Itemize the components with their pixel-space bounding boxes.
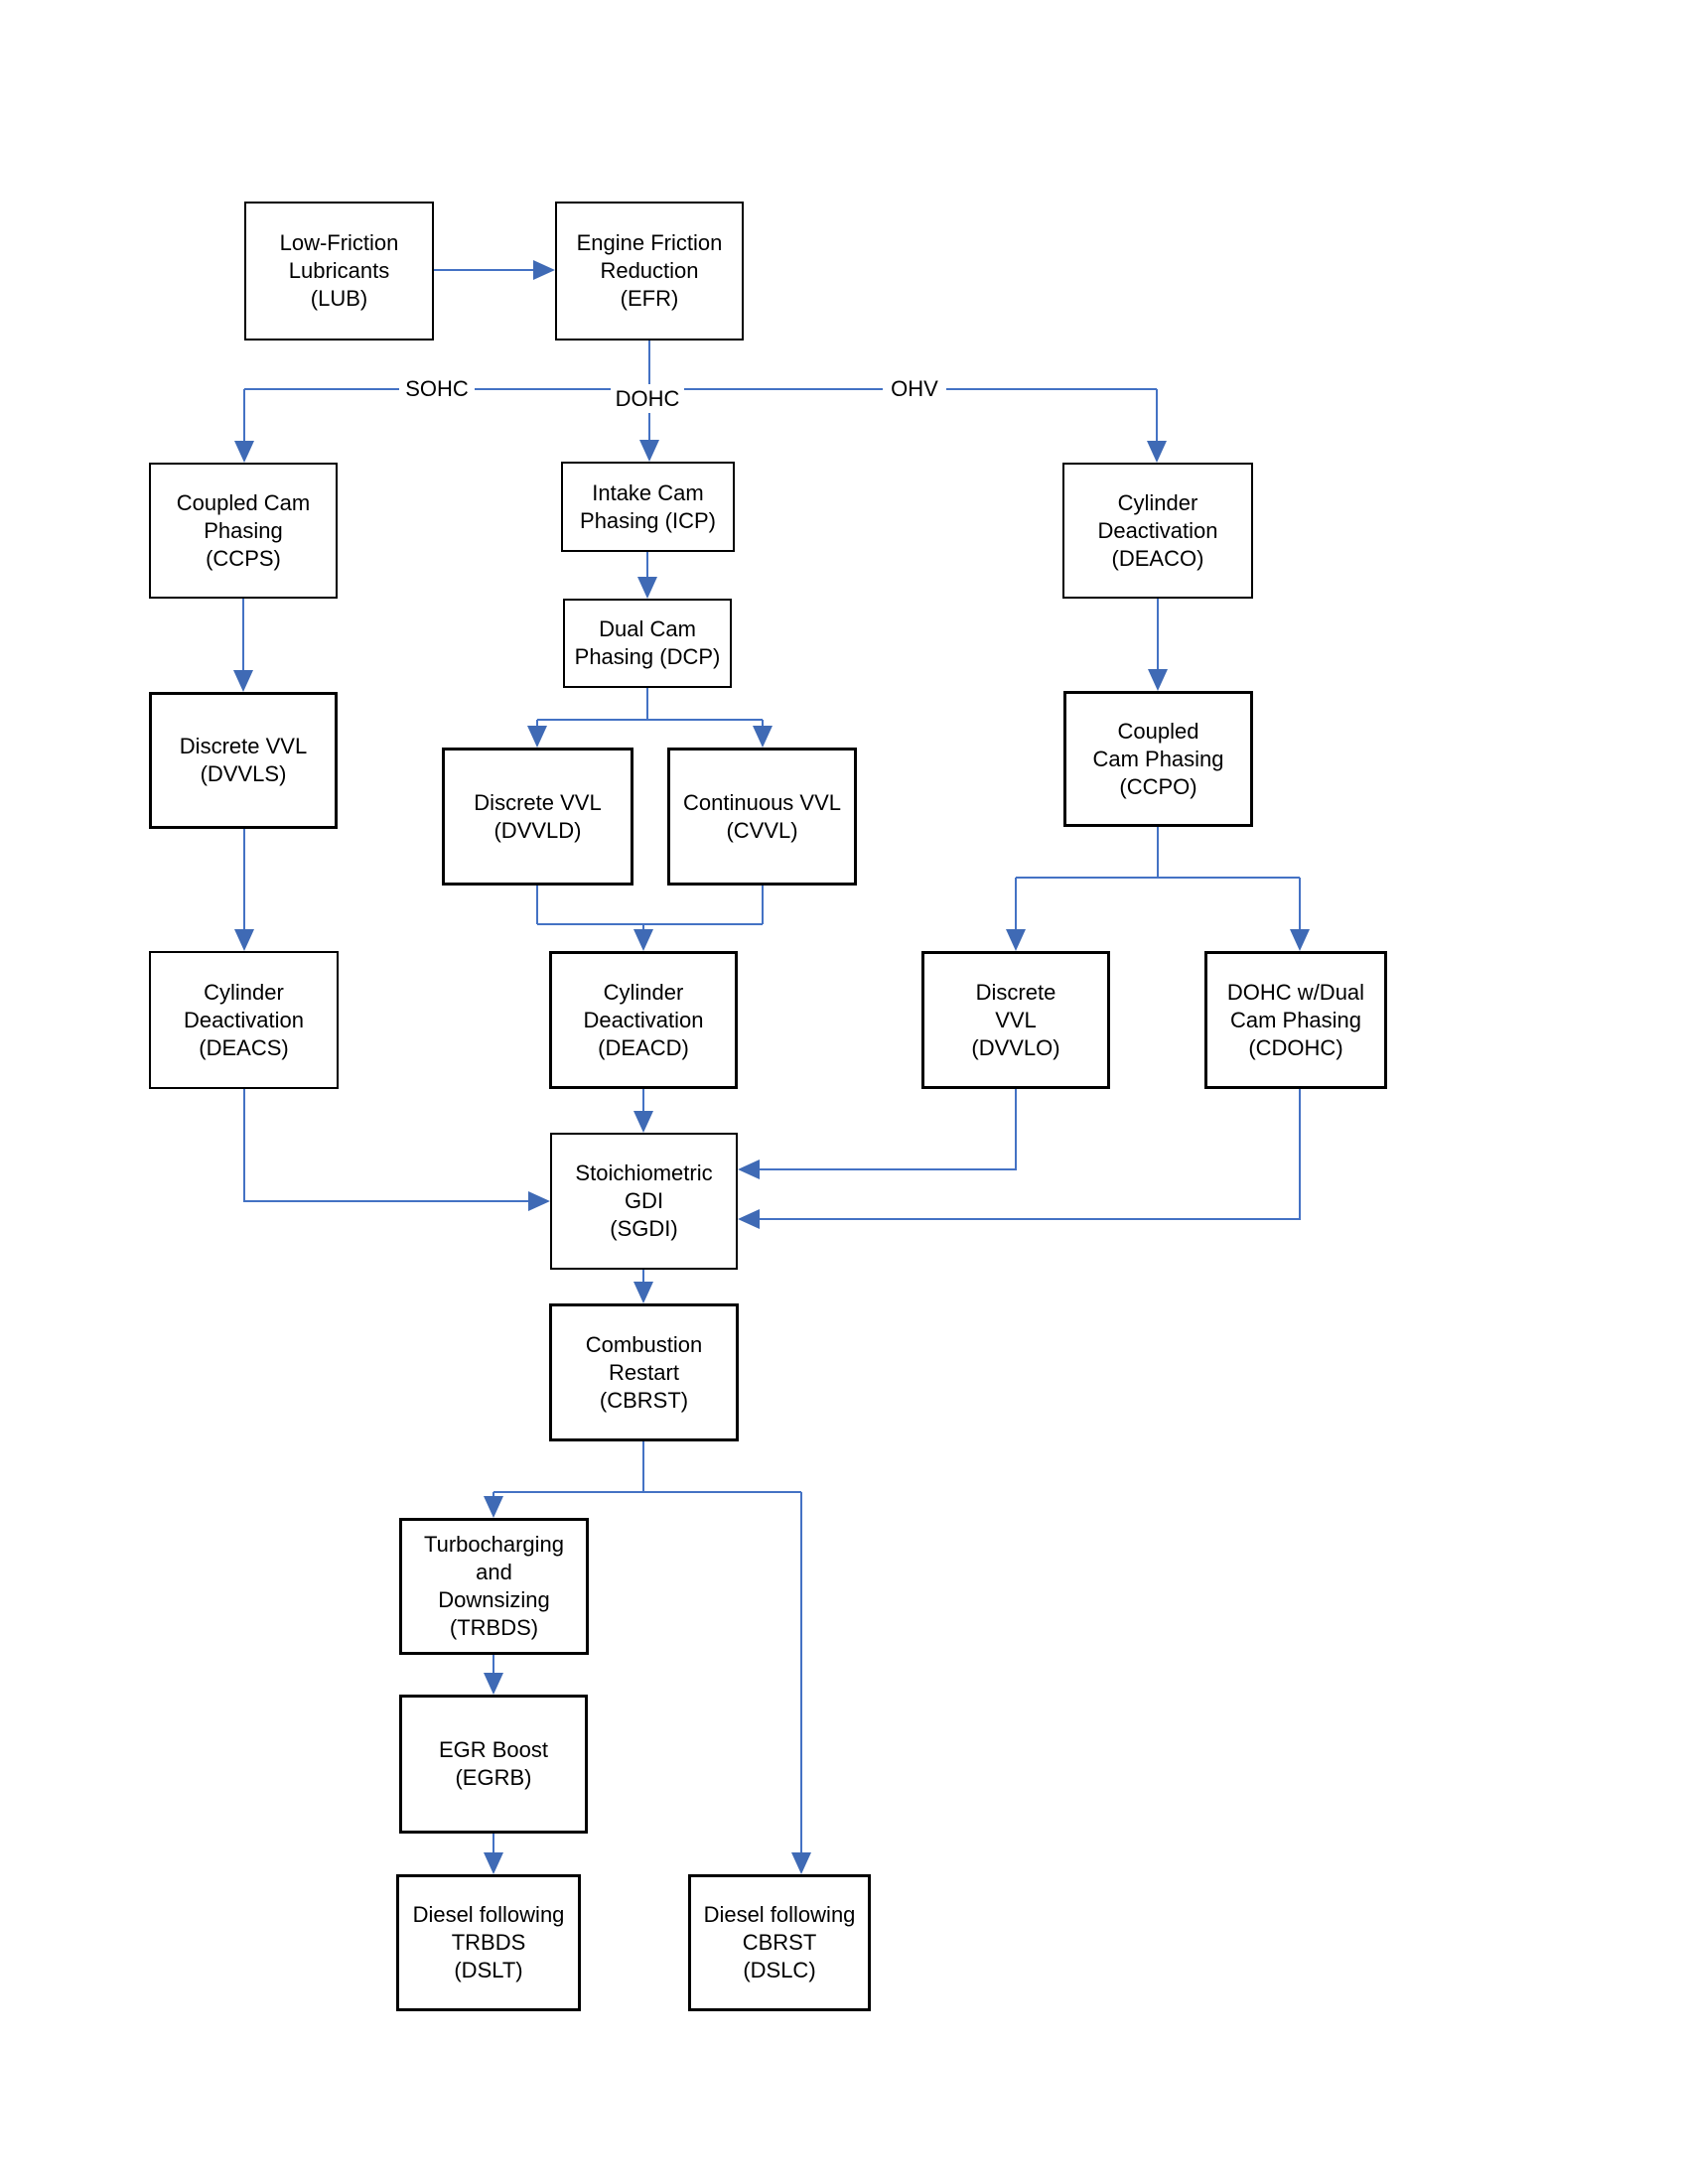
node-ccps-label: Coupled Cam Phasing (CCPS) [176,489,311,571]
arrowhead-into-dslc [791,1852,811,1874]
node-cvvl: Continuous VVL (CVVL) [667,748,857,886]
arrowhead-into-ccps [234,441,254,463]
arrowhead-into-sgdi-left [528,1191,550,1211]
node-deaco-label: Cylinder Deactivation (DEACO) [1097,489,1218,571]
arrowhead-into-dvvls [233,670,253,692]
edge-cdohc-sgdi [760,1089,1301,1220]
node-efr-label: Engine Friction Reduction (EFR) [576,230,723,311]
node-cdohc: DOHC w/Dual Cam Phasing (CDOHC) [1204,951,1387,1089]
node-dvvlo-label: Discrete VVL (DVVLO) [971,979,1060,1060]
node-trbds: Turbocharging and Downsizing (TRBDS) [399,1518,589,1655]
node-lub-label: Low-Friction Lubricants (LUB) [279,230,399,311]
node-deacd: Cylinder Deactivation (DEACD) [549,951,738,1089]
node-sgdi: Stoichiometric GDI (SGDI) [550,1133,738,1270]
node-dslc-label: Diesel following CBRST (DSLC) [703,1902,856,1982]
arrowhead-into-trbds [484,1496,503,1518]
arrowhead-into-ccpo [1148,669,1168,691]
arrowhead-into-deaco [1147,441,1167,463]
edge-cbrst-split [492,1441,802,1852]
node-lub: Low-Friction Lubricants (LUB) [244,202,434,341]
arrowhead-into-sgdi-top [633,1111,653,1133]
arrowhead-into-efr [533,260,555,280]
node-ccpo: Coupled Cam Phasing (CCPO) [1063,691,1253,827]
node-trbds-label: Turbocharging and Downsizing (TRBDS) [423,1532,565,1640]
node-ccps: Coupled Cam Phasing (CCPS) [149,463,338,599]
arrowhead-into-dslt [484,1852,503,1874]
node-sgdi-label: Stoichiometric GDI (SGDI) [575,1160,713,1241]
edge-dvvlo-sgdi [760,1089,1017,1170]
arrowhead-into-icp [639,440,659,462]
node-dvvld: Discrete VVL (DVVLD) [442,748,633,886]
node-dcp-label: Dual Cam Phasing (DCP) [574,616,721,669]
node-dslt-label: Diesel following TRBDS (DSLT) [412,1902,565,1982]
node-dvvls-label: Discrete VVL (DVVLS) [179,734,308,786]
arrowhead-into-deacs [234,929,254,951]
node-dvvls: Discrete VVL (DVVLS) [149,692,338,829]
node-cbrst: Combustion Restart (CBRST) [549,1303,739,1441]
node-cdohc-label: DOHC w/Dual Cam Phasing (CDOHC) [1226,979,1365,1060]
arrowhead-into-dvvlo [1006,929,1026,951]
edge-ccpo-split [1015,827,1301,929]
arrowhead-into-sgdi-right-lower [738,1209,760,1229]
arrowhead-into-dvvld [527,726,547,748]
node-dcp: Dual Cam Phasing (DCP) [563,599,732,688]
arrowhead-into-cvvl [753,726,773,748]
arrowhead-into-deacd [633,929,653,951]
arrowhead-into-cdohc [1290,929,1310,951]
arrowhead-into-cbrst [633,1282,653,1303]
node-dslc: Diesel following CBRST (DSLC) [688,1874,871,2011]
branch-label-dohc: DOHC [611,384,684,413]
node-deaco: Cylinder Deactivation (DEACO) [1062,463,1253,599]
edge-merge-deacd [536,886,764,929]
branch-label-sohc: SOHC [399,374,475,404]
node-dslt: Diesel following TRBDS (DSLT) [396,1874,581,2011]
node-egrb-label: EGR Boost (EGRB) [438,1737,549,1790]
edge-dcp-split [536,688,764,726]
node-cbrst-label: Combustion Restart (CBRST) [585,1331,703,1413]
edge-deacs-sgdi [243,1089,528,1202]
node-dvvld-label: Discrete VVL (DVVLD) [474,789,602,843]
node-efr: Engine Friction Reduction (EFR) [555,202,744,341]
arrowhead-into-dcp [637,577,657,599]
node-ccpo-label: Coupled Cam Phasing (CCPO) [1092,718,1224,799]
node-dvvlo: Discrete VVL (DVVLO) [921,951,1110,1089]
arrowhead-into-sgdi-right-upper [738,1160,760,1179]
arrowhead-into-egrb [484,1673,503,1695]
node-cvvl-label: Continuous VVL (CVVL) [683,789,841,843]
node-icp-label: Intake Cam Phasing (ICP) [580,479,716,533]
branch-label-ohv: OHV [883,374,946,404]
node-icp: Intake Cam Phasing (ICP) [561,462,735,552]
node-deacd-label: Cylinder Deactivation (DEACD) [583,979,704,1060]
node-deacs-label: Cylinder Deactivation (DEACS) [183,979,305,1060]
node-deacs: Cylinder Deactivation (DEACS) [149,951,339,1089]
node-egrb: EGR Boost (EGRB) [399,1695,588,1834]
